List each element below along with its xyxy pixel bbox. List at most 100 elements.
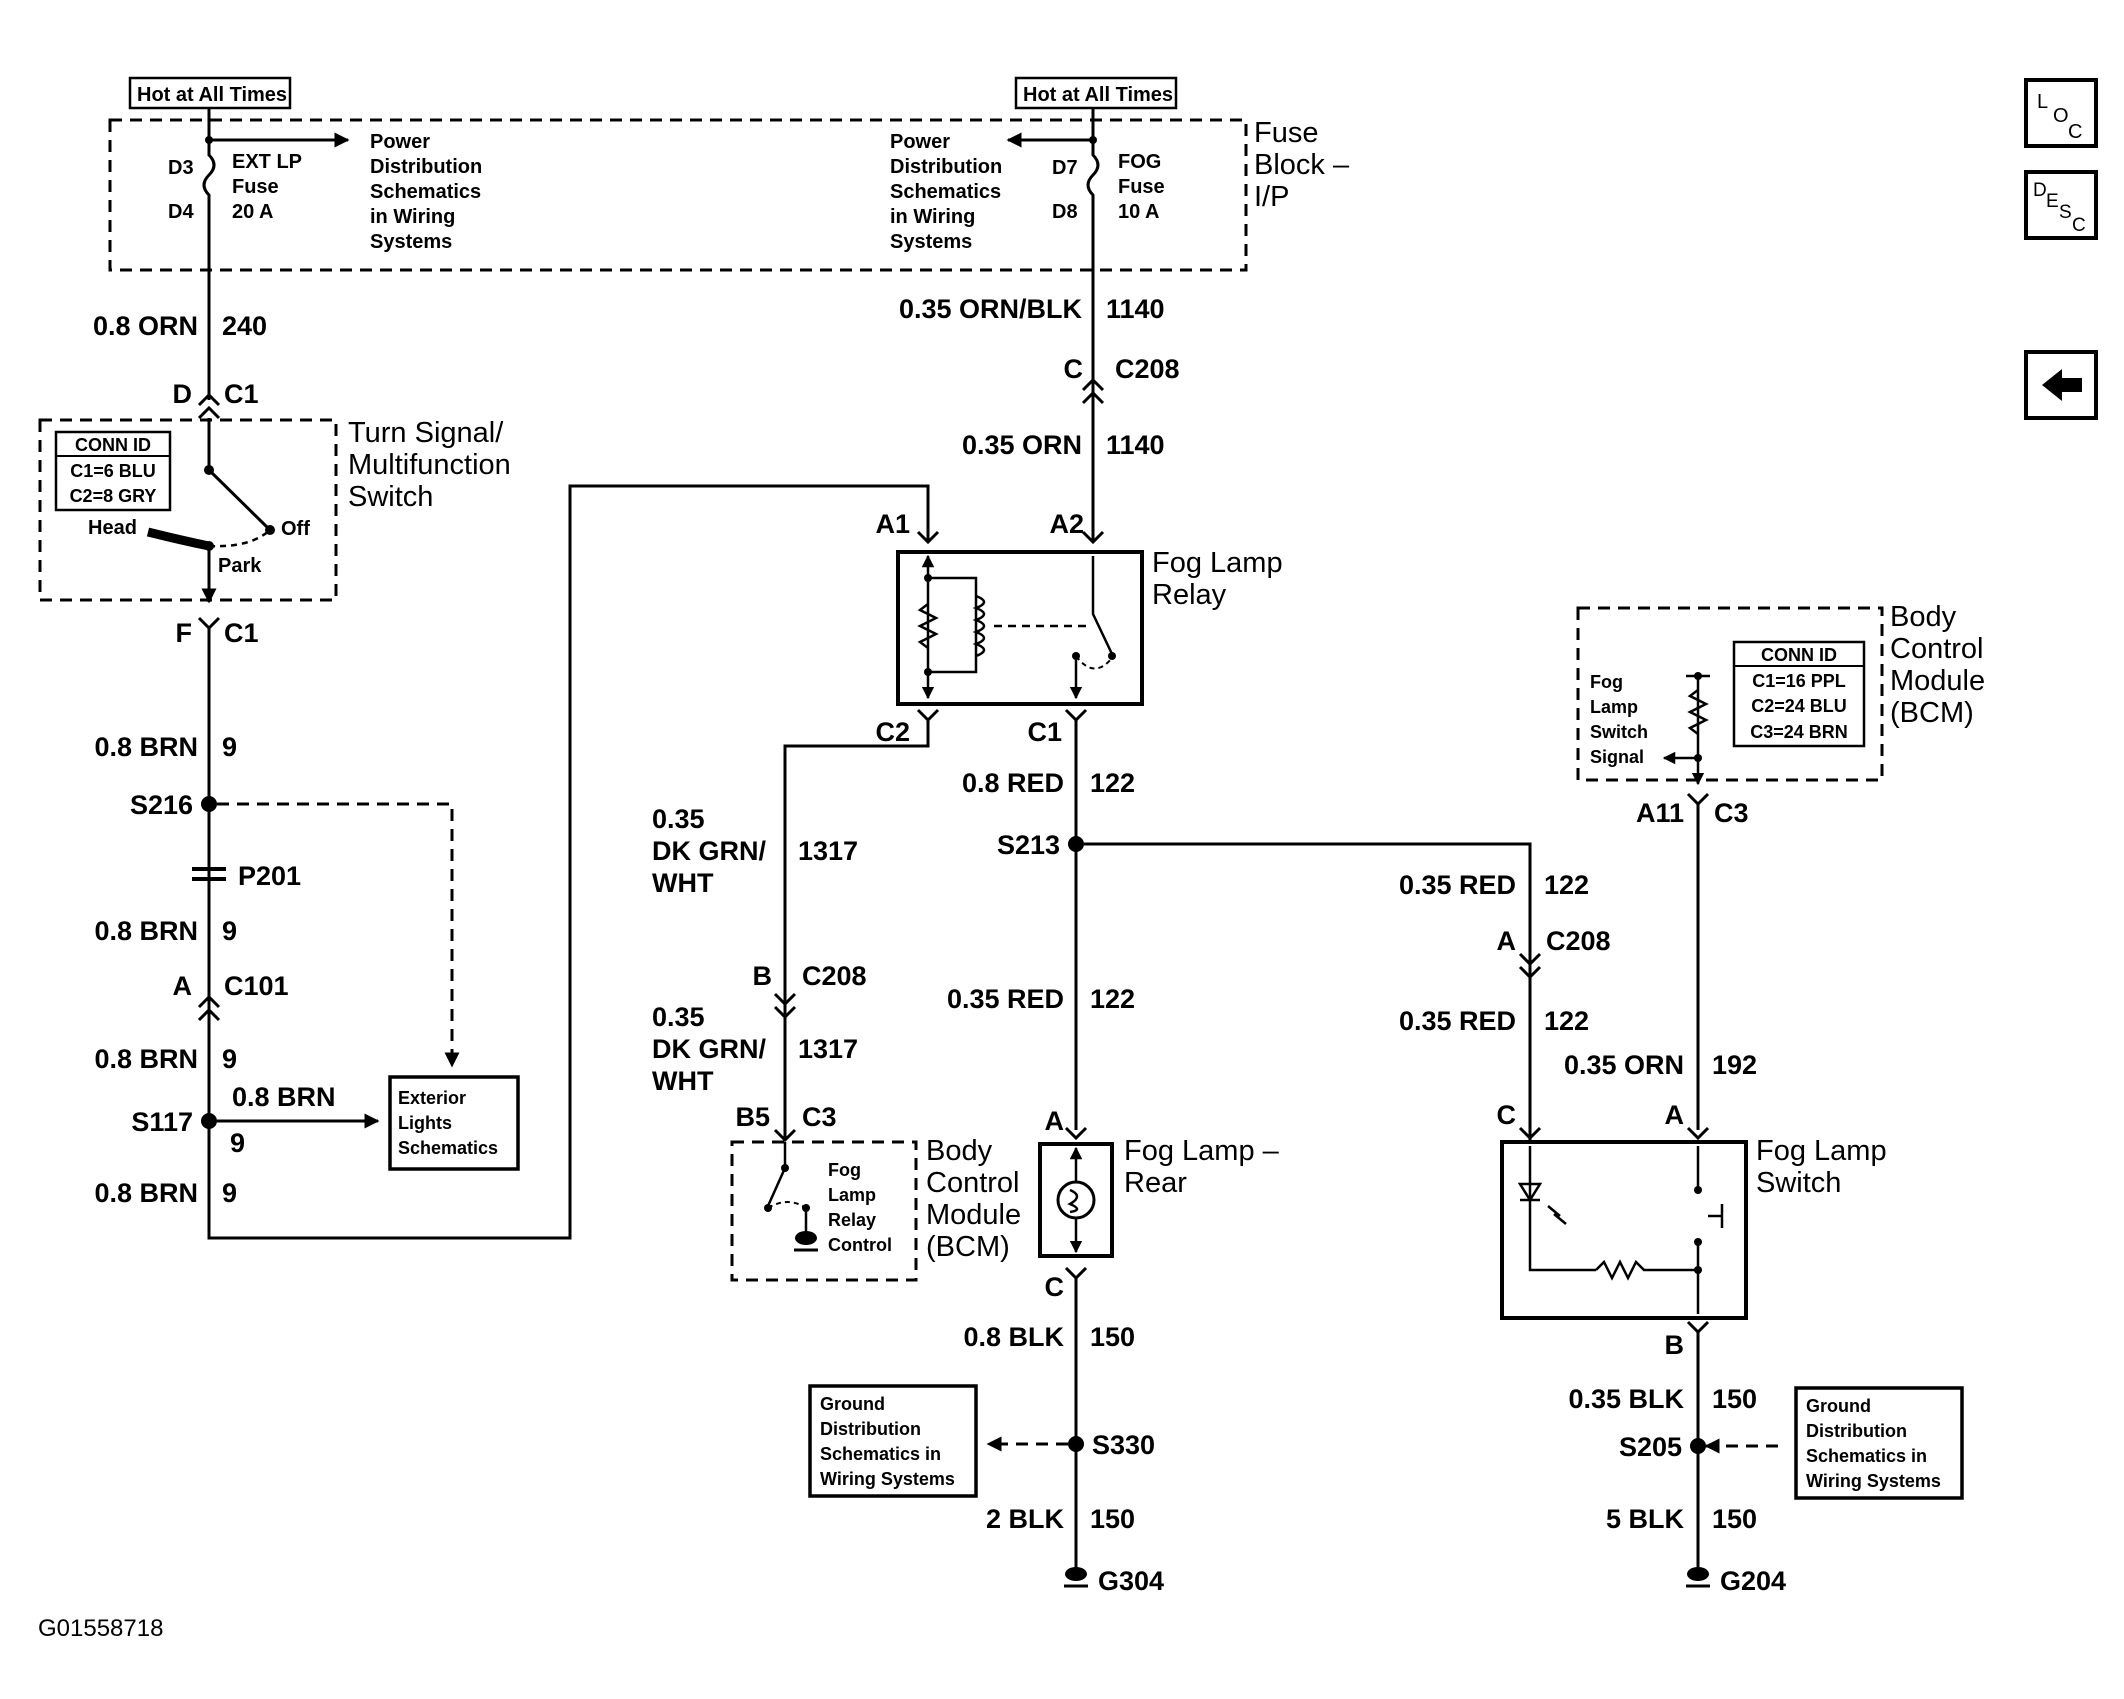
fog-lamp-switch-title: Fog Lamp Switch — [1756, 1135, 1887, 1199]
svg-text:Control: Control — [1890, 633, 1984, 665]
connector-f-c1: F C1 — [176, 616, 259, 648]
svg-text:B5: B5 — [735, 1102, 770, 1132]
desc-letter-4: C — [2072, 215, 2086, 236]
svg-text:(BCM): (BCM) — [1890, 697, 1974, 729]
svg-text:C3: C3 — [1714, 798, 1749, 828]
svg-text:C1=16 PPL: C1=16 PPL — [1752, 671, 1846, 691]
desc-button[interactable]: D E S C — [2024, 170, 2098, 240]
bcm-right: Fog Lamp Switch Signal — [1576, 606, 1884, 786]
wire-9-label-d: 0.8 BRN 9 — [230, 1082, 336, 1158]
loc-letter-3: C — [2068, 121, 2082, 143]
svg-text:Turn Signal/: Turn Signal/ — [348, 417, 504, 449]
svg-text:I/P: I/P — [1254, 181, 1289, 213]
desc-letter-2: E — [2046, 191, 2059, 212]
svg-text:0.8 ORN: 0.8 ORN — [93, 311, 198, 341]
desc-letter-3: S — [2059, 202, 2072, 223]
figure-id: G01558718 — [38, 1615, 163, 1642]
ground-distribution-right: Ground Distribution Schematics in Wiring… — [1794, 1386, 1964, 1500]
svg-text:Distribution: Distribution — [1806, 1421, 1907, 1441]
svg-text:Rear: Rear — [1124, 1167, 1187, 1199]
wire-150-label-c: 0.35 BLK 150 — [1568, 1384, 1757, 1414]
svg-text:9: 9 — [222, 1044, 237, 1074]
svg-text:Hot at All Times: Hot at All Times — [137, 84, 287, 106]
svg-text:10 A: 10 A — [1118, 201, 1160, 223]
loc-letter-2: O — [2053, 105, 2069, 127]
fog-lamp-relay-title: Fog Lamp Relay — [1152, 547, 1283, 611]
connector-b5-c3: B5 C3 — [735, 1102, 837, 1143]
fog-lamp-rear: A C — [1038, 1106, 1114, 1302]
connector-a-c101: A C101 — [173, 971, 289, 1022]
connector-c-c208: C C208 — [1064, 354, 1180, 405]
fuse-pin-d8: D8 — [1052, 201, 1078, 223]
svg-text:C1: C1 — [224, 379, 259, 409]
svg-text:240: 240 — [222, 311, 267, 341]
svg-text:0.35 RED: 0.35 RED — [1399, 870, 1516, 900]
ground-distribution-left: Ground Distribution Schematics in Wiring… — [808, 1384, 978, 1498]
svg-text:G204: G204 — [1720, 1566, 1786, 1596]
wire-150-label-b: 2 BLK 150 — [986, 1504, 1135, 1534]
svg-text:5 BLK: 5 BLK — [1606, 1504, 1685, 1534]
svg-text:Systems: Systems — [890, 231, 972, 253]
svg-text:FOG: FOG — [1118, 151, 1161, 173]
splice-s213: S213 — [997, 830, 1532, 1140]
svg-text:150: 150 — [1090, 1322, 1135, 1352]
svg-text:0.35 ORN: 0.35 ORN — [1564, 1050, 1684, 1080]
svg-text:122: 122 — [1090, 984, 1135, 1014]
svg-text:Schematics in: Schematics in — [1806, 1446, 1927, 1466]
loc-button[interactable]: L O C — [2024, 78, 2098, 148]
svg-text:A: A — [1497, 926, 1517, 956]
svg-text:0.35: 0.35 — [652, 804, 705, 834]
svg-text:C208: C208 — [802, 961, 867, 991]
svg-text:in Wiring: in Wiring — [370, 206, 455, 228]
wire-1140-label-a: 0.35 ORN/BLK 1140 — [899, 294, 1165, 324]
wire-122-label-d: 0.35 RED 122 — [1399, 1006, 1589, 1036]
loc-letter-1: L — [2037, 91, 2048, 113]
svg-text:C: C — [1045, 1272, 1065, 1302]
splice-s117: S117 — [131, 1107, 380, 1137]
wire-1317-label-a: 0.35 DK GRN/ WHT 1317 — [652, 804, 858, 898]
svg-text:Fuse: Fuse — [1254, 117, 1318, 149]
svg-text:Body: Body — [1890, 601, 1957, 633]
svg-text:Module: Module — [926, 1199, 1021, 1231]
fuse-pin-d7: D7 — [1052, 157, 1078, 179]
splice-s216: S216 — [130, 790, 460, 1068]
svg-text:B: B — [1665, 1330, 1685, 1360]
svg-text:Body: Body — [926, 1135, 993, 1167]
svg-text:0.8 RED: 0.8 RED — [962, 768, 1064, 798]
bcm-left: Fog Lamp Relay Control — [730, 1140, 918, 1282]
svg-text:Lamp: Lamp — [828, 1185, 876, 1205]
fog-lamp-relay: A1 A2 C2 C1 — [875, 509, 1144, 747]
svg-text:150: 150 — [1090, 1504, 1135, 1534]
svg-text:A1: A1 — [875, 509, 910, 539]
svg-text:Power: Power — [890, 131, 950, 153]
fuse-pin-d3: D3 — [168, 157, 194, 179]
svg-text:C3=24 BRN: C3=24 BRN — [1750, 722, 1848, 742]
svg-text:Fog: Fog — [1590, 672, 1623, 692]
svg-text:F: F — [176, 618, 193, 648]
wire-9-trunk — [207, 484, 930, 1240]
back-button[interactable] — [2024, 350, 2098, 420]
svg-text:0.35 RED: 0.35 RED — [947, 984, 1064, 1014]
svg-text:Fog Lamp –: Fog Lamp – — [1124, 1135, 1280, 1167]
turn-signal-switch-outline — [38, 418, 338, 602]
svg-text:DK GRN/: DK GRN/ — [652, 1034, 766, 1064]
wire-240-label: 0.8 ORN 240 — [93, 311, 267, 341]
svg-text:9: 9 — [230, 1128, 245, 1158]
svg-text:DK GRN/: DK GRN/ — [652, 836, 766, 866]
connector-b-c208: B C208 — [753, 961, 867, 1020]
svg-text:150: 150 — [1712, 1384, 1757, 1414]
svg-text:0.8 BRN: 0.8 BRN — [94, 732, 198, 762]
svg-text:0.8 BRN: 0.8 BRN — [94, 916, 198, 946]
svg-text:Power: Power — [370, 131, 430, 153]
svg-text:EXT LP: EXT LP — [232, 151, 302, 173]
wire-122-label-b: 0.35 RED 122 — [947, 984, 1135, 1014]
svg-text:B: B — [753, 961, 773, 991]
svg-text:1140: 1140 — [1106, 430, 1165, 460]
svg-text:Hot at All Times: Hot at All Times — [1023, 84, 1173, 106]
svg-text:Module: Module — [1890, 665, 1985, 697]
exterior-lights-box: Exterior Lights Schematics — [388, 1075, 520, 1171]
svg-text:Switch: Switch — [1590, 722, 1648, 742]
back-arrow-icon — [2042, 369, 2082, 401]
svg-text:C1: C1 — [224, 618, 259, 648]
svg-text:WHT: WHT — [652, 1066, 714, 1096]
